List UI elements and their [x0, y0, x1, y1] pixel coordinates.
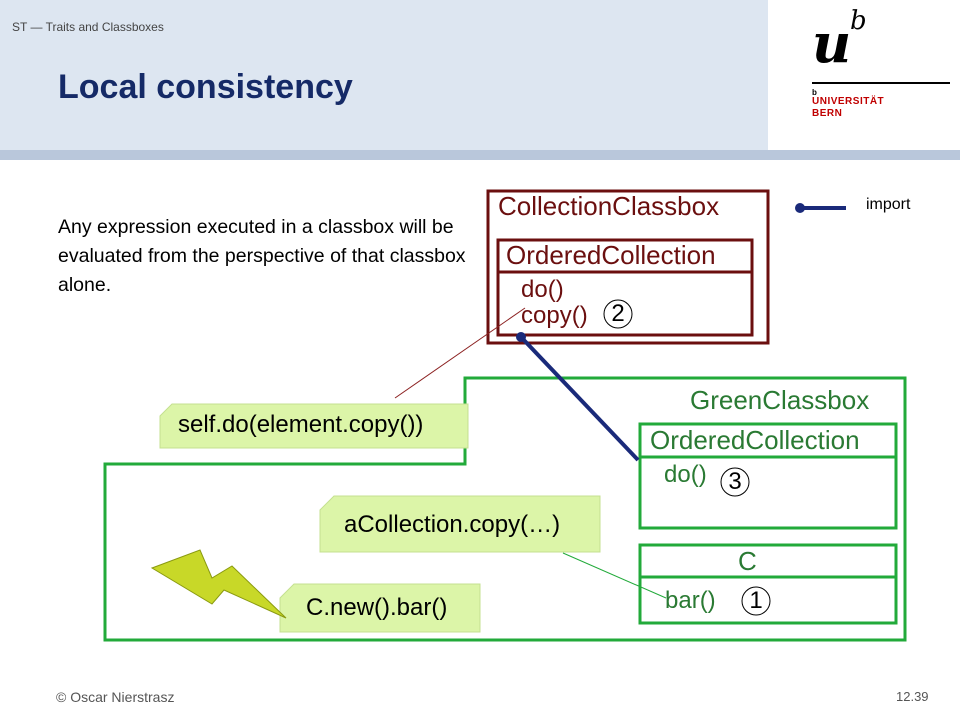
number-3: 3 [728, 468, 742, 495]
note1-shape [159, 403, 469, 449]
logo-small-b: b [812, 88, 817, 97]
logo-letter: u [812, 11, 852, 75]
university-logo: u b b UNIVERSITÄT BERN [808, 8, 953, 123]
collection-classbox-outline [486, 189, 770, 345]
header-band [0, 0, 768, 150]
note3-text: C.new().bar() [306, 594, 448, 621]
note2-connector [562, 552, 667, 599]
note1-text: self.do(element.copy()) [178, 411, 424, 438]
legend-import-dot [795, 203, 805, 213]
course-label: ST — Traits and Classboxes [12, 20, 164, 34]
number-1: 1 [749, 587, 763, 614]
legend-import-label: import [866, 196, 911, 213]
c-class-name: C [738, 546, 757, 576]
logo-superscript: b [850, 6, 867, 36]
collection-method-copy: copy() [521, 302, 588, 329]
green-classbox-title: GreenClassbox [690, 385, 870, 415]
slide-title: Local consistency [58, 68, 353, 106]
logo-line2: BERN [812, 108, 843, 119]
logo-text: UNIVERSITÄT BERN [812, 96, 884, 120]
collection-class-name: OrderedCollection [506, 240, 716, 270]
note2-shape [319, 495, 601, 553]
logo-rule [812, 82, 950, 84]
green-class-box [638, 422, 898, 530]
green-method-do: do() [664, 461, 707, 488]
logo-line1: UNIVERSITÄT [812, 96, 885, 107]
note3-shape [279, 583, 481, 633]
lightning-bolt-icon [150, 549, 287, 619]
c-method-bar: bar() [665, 587, 716, 614]
body-text: Any expression executed in a classbox wi… [58, 216, 466, 296]
header-rule [0, 150, 960, 160]
footer-page-number: 12.39 [896, 689, 929, 704]
note1-connector [394, 307, 526, 399]
number-2-circle [603, 299, 633, 329]
c-class-box [638, 543, 898, 625]
footer-copyright: © Oscar Nierstrasz [56, 689, 175, 705]
import-arrow-dot [516, 332, 526, 342]
number-1-circle [741, 586, 771, 616]
green-class-name: OrderedCollection [650, 425, 860, 455]
collection-method-do: do() [521, 276, 564, 303]
import-arrow [519, 335, 640, 462]
green-classbox-outline [103, 376, 907, 642]
number-3-circle [720, 467, 750, 497]
collection-classbox-title: CollectionClassbox [498, 191, 720, 221]
collection-class-box [496, 238, 754, 337]
note2-text: aCollection.copy(…) [344, 511, 561, 538]
number-2: 2 [611, 300, 625, 327]
